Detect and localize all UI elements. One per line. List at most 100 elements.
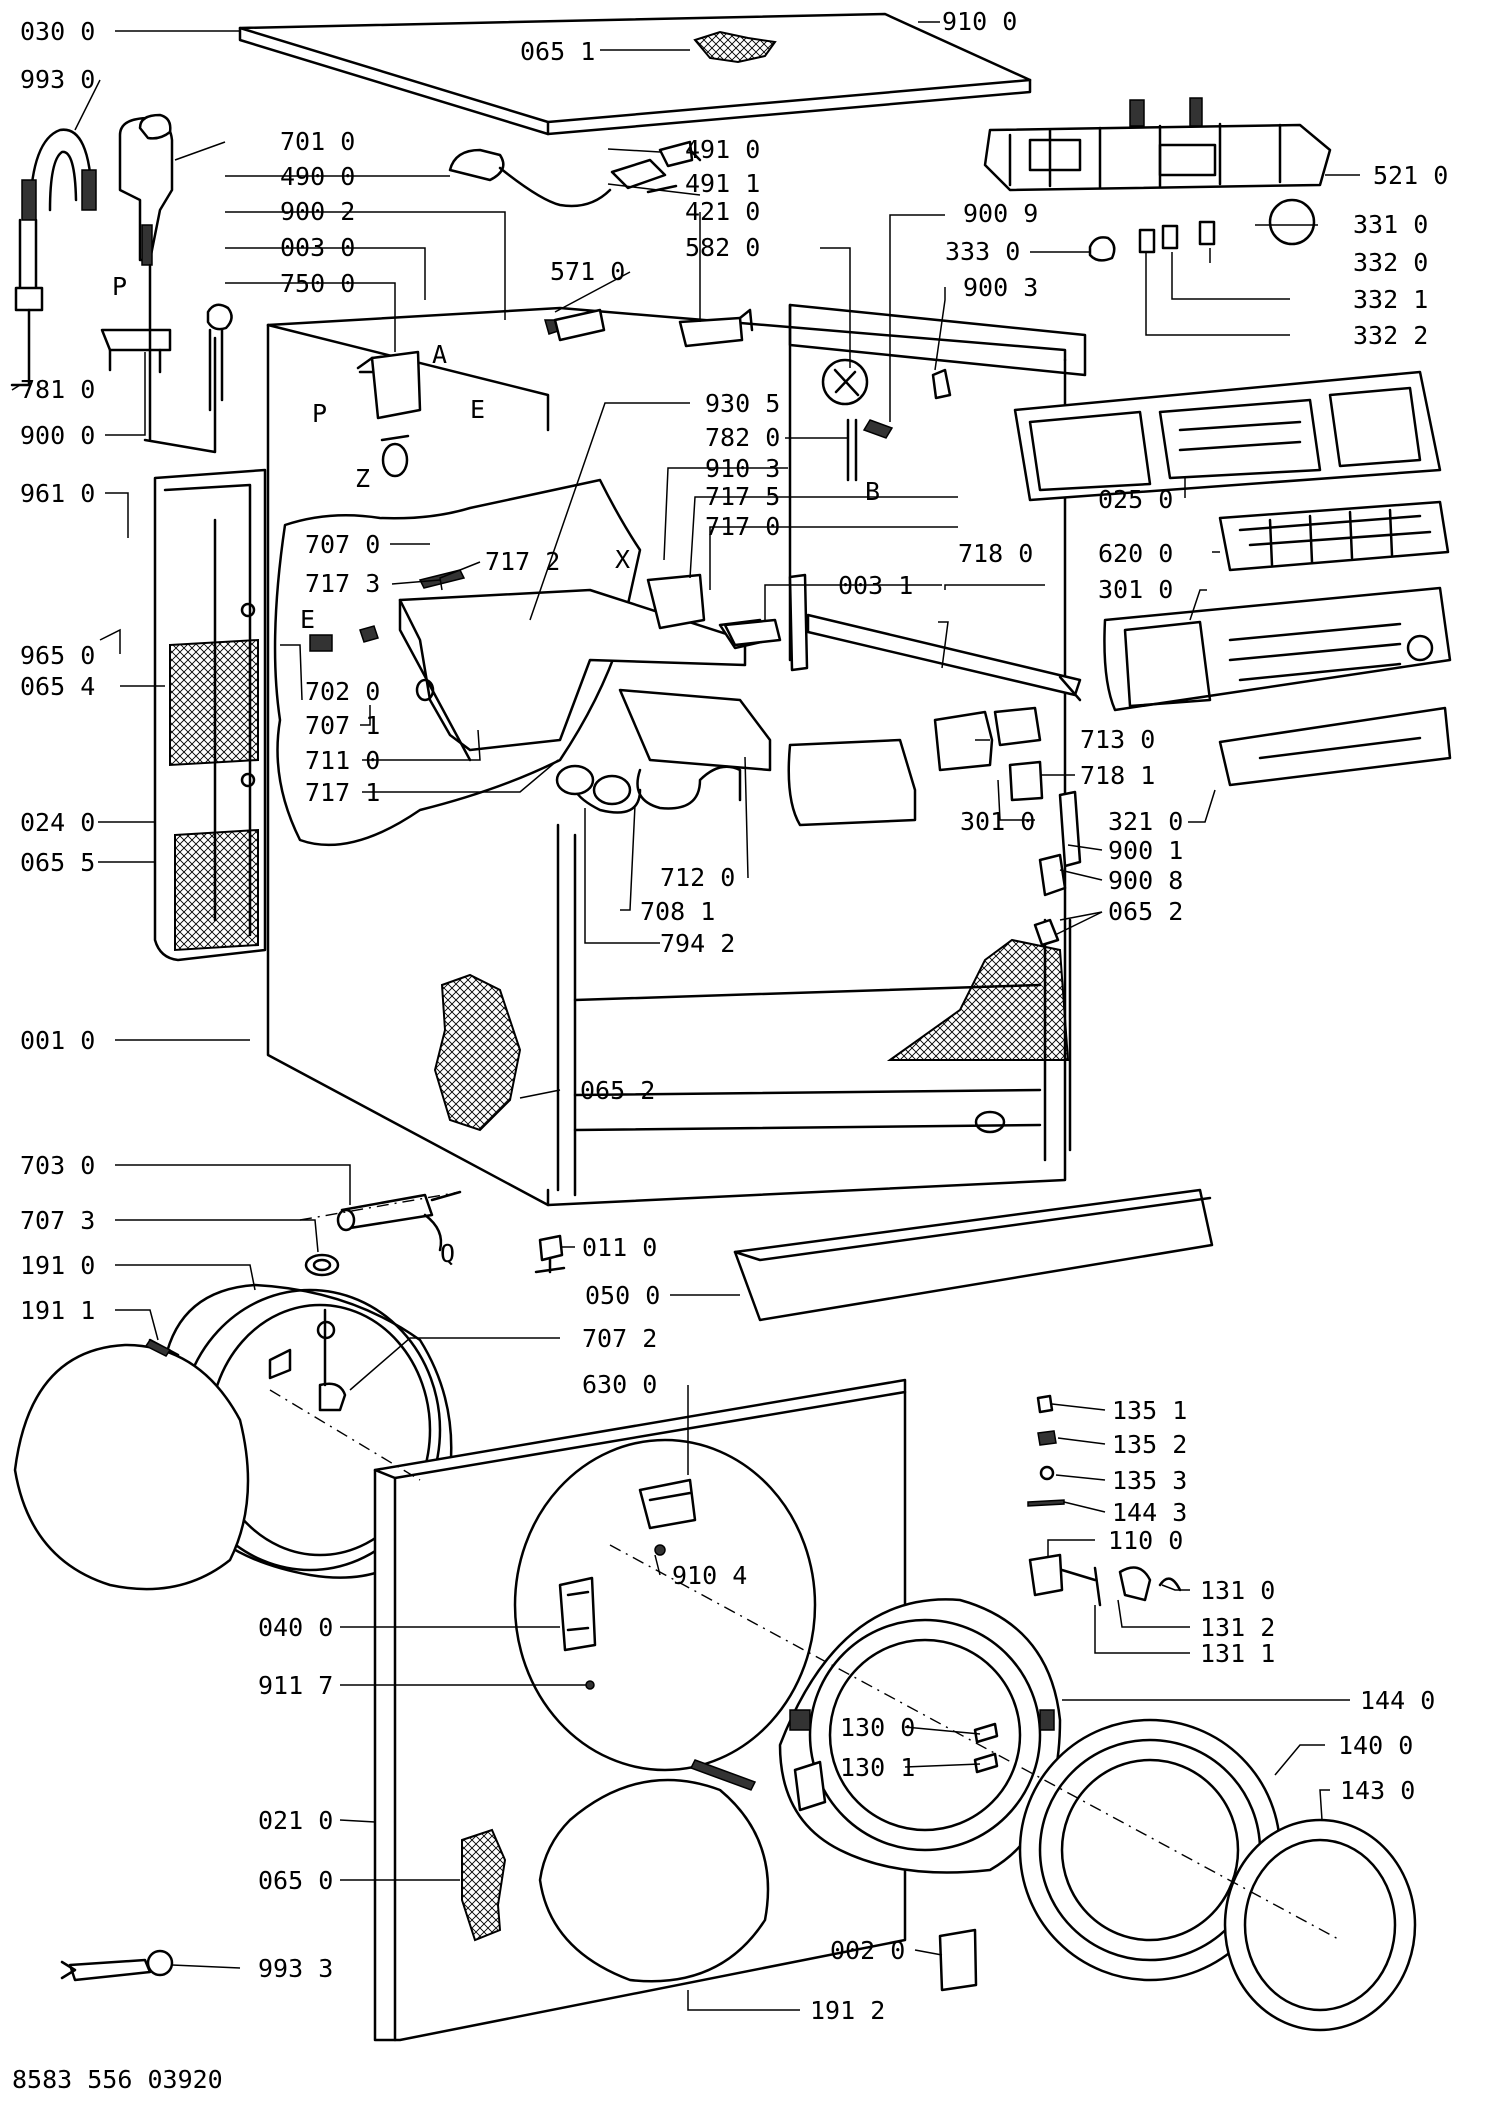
- electronic-board-top: [983, 97, 1332, 192]
- front-panel: [373, 1378, 907, 2042]
- part-label: 703 0: [20, 1151, 95, 1180]
- part-label: 713 0: [1080, 725, 1155, 754]
- part-label: 131 0: [1200, 1576, 1275, 1605]
- hinge-cover: [938, 1928, 978, 1992]
- part-label: 910 4: [672, 1561, 747, 1590]
- part-label: 191 1: [20, 1296, 95, 1325]
- part-label: 024 0: [20, 808, 95, 837]
- part-label: 421 0: [685, 197, 760, 226]
- door-tool: [60, 1949, 174, 1982]
- part-label: 065 0: [258, 1866, 333, 1895]
- part-label: 490 0: [280, 162, 355, 191]
- document-code: 8583 556 03920: [12, 2065, 223, 2094]
- part-label: 717 2: [485, 547, 560, 576]
- part-label: 900 8: [1108, 866, 1183, 895]
- part-label: 131 1: [1200, 1639, 1275, 1668]
- part-label: 521 0: [1373, 161, 1448, 190]
- hose-axis-line: [299, 1191, 461, 1221]
- part-label: 332 0: [1353, 248, 1428, 277]
- part-label: 491 1: [685, 169, 760, 198]
- part-label: 001 0: [20, 1026, 95, 1055]
- part-label: 911 7: [258, 1671, 333, 1700]
- letter-marker: E: [470, 395, 485, 424]
- part-label: 961 0: [20, 479, 95, 508]
- electronic-module: [1218, 500, 1450, 572]
- door-axis-line: [609, 1544, 1341, 1941]
- part-label: 930 5: [705, 389, 780, 418]
- part-label: 571 0: [550, 257, 625, 286]
- part-label: 718 1: [1080, 761, 1155, 790]
- part-label: 130 0: [840, 1713, 915, 1742]
- part-label: 717 5: [705, 482, 780, 511]
- part-label: 025 0: [1098, 485, 1173, 514]
- cabinet-body: [266, 303, 1087, 1207]
- part-label: 065 2: [1108, 897, 1183, 926]
- part-label: 002 0: [830, 1936, 905, 1965]
- top-lid: [238, 12, 1032, 136]
- part-label: 711 0: [305, 746, 380, 775]
- part-label: 135 2: [1112, 1430, 1187, 1459]
- part-label: 900 2: [280, 197, 355, 226]
- handle-parts: [1027, 1394, 1182, 1607]
- letter-marker: A: [432, 340, 447, 369]
- part-label: 993 0: [20, 65, 95, 94]
- part-label: 140 0: [1338, 1731, 1413, 1760]
- part-label: 993 3: [258, 1954, 333, 1983]
- part-label: 910 0: [942, 7, 1017, 36]
- part-label: 135 3: [1112, 1466, 1187, 1495]
- rear-panel: [153, 468, 267, 962]
- part-label: 003 0: [280, 233, 355, 262]
- part-label: 708 1: [640, 897, 715, 926]
- part-label: 191 0: [20, 1251, 95, 1280]
- part-label: 717 1: [305, 778, 380, 807]
- part-label: 021 0: [258, 1806, 333, 1835]
- part-label: 040 0: [258, 1613, 333, 1642]
- part-label: 131 2: [1200, 1613, 1275, 1642]
- part-label: 910 3: [705, 454, 780, 483]
- part-label: 130 1: [840, 1753, 915, 1782]
- plinth-panel: [733, 1188, 1214, 1322]
- control-fascia: [1103, 586, 1452, 712]
- part-label: 718 0: [958, 539, 1033, 568]
- letter-marker: P: [312, 399, 327, 428]
- part-label: 191 2: [810, 1996, 885, 2025]
- part-label: 702 0: [305, 677, 380, 706]
- part-label: 630 0: [582, 1370, 657, 1399]
- door-switch-parts: [1033, 790, 1082, 947]
- part-label: 011 0: [582, 1233, 657, 1262]
- part-label: 065 4: [20, 672, 95, 701]
- letter-marker: Q: [440, 1239, 455, 1268]
- letter-marker: B: [865, 477, 880, 506]
- part-label: 065 2: [580, 1076, 655, 1105]
- part-label: 620 0: [1098, 539, 1173, 568]
- part-label: 003 1: [838, 571, 913, 600]
- inlet-hose-assembly: [10, 113, 233, 454]
- adjustable-foot: [534, 1234, 566, 1274]
- part-label: 144 0: [1360, 1686, 1435, 1715]
- part-label: 707 1: [305, 711, 380, 740]
- part-label: 144 3: [1112, 1498, 1187, 1527]
- part-label: 110 0: [1108, 1526, 1183, 1555]
- part-label: 701 0: [280, 127, 355, 156]
- part-label: 331 0: [1353, 210, 1428, 239]
- part-label: 065 5: [20, 848, 95, 877]
- part-label: 781 0: [20, 375, 95, 404]
- tub-cover-back: [13, 1338, 250, 1591]
- part-label: 900 1: [1108, 836, 1183, 865]
- part-label: 321 0: [1108, 807, 1183, 836]
- part-label: 717 0: [705, 512, 780, 541]
- part-label: 332 1: [1353, 285, 1428, 314]
- fascia-label: [1218, 706, 1452, 787]
- part-label: 301 0: [960, 807, 1035, 836]
- detergent-dispenser-group: [273, 478, 917, 847]
- part-label: 707 3: [20, 1206, 95, 1235]
- part-label: 900 9: [963, 199, 1038, 228]
- part-label: 794 2: [660, 929, 735, 958]
- part-labels: 030 0 065 1 910 0 993 0 701 0 490 0 491 …: [12, 7, 1448, 2094]
- letter-marker: P: [112, 272, 127, 301]
- knob-and-buttons: [1088, 198, 1316, 262]
- control-panel-frame: [1013, 370, 1442, 502]
- part-label: 707 2: [582, 1324, 657, 1353]
- part-label: 301 0: [1098, 575, 1173, 604]
- part-label: 332 2: [1353, 321, 1428, 350]
